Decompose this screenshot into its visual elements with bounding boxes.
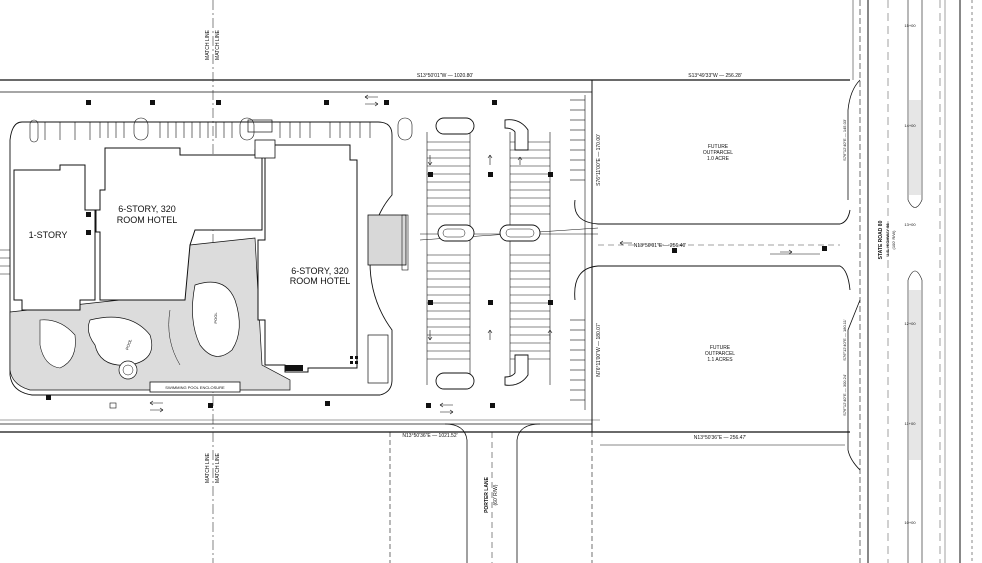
station-2: 14+00: [904, 123, 916, 128]
match-line-label-bottom-b: MATCH LINE: [215, 452, 221, 483]
outparcel-north-2: OUTPARCEL: [703, 150, 733, 156]
outparcel-south-1: FUTURE: [710, 345, 731, 351]
bearing-south-east: N13°50'36"E — 256.47': [694, 435, 746, 441]
road-east-3: (100' R/W): [891, 230, 896, 250]
road-south-2: (60' R/W): [493, 484, 499, 505]
landscape-island-n2: [239, 117, 255, 141]
label-pool-center: POOL: [213, 312, 218, 324]
building-hotel-west: [95, 147, 263, 301]
bearing-access: N13°50'01"E — 256.40': [634, 243, 686, 249]
parking-islands: [435, 117, 541, 390]
site-curb: [9, 121, 393, 396]
utility-strip: [285, 365, 303, 371]
outparcel-north-3: 1.0 ACRE: [707, 156, 730, 162]
road-east-2: U.S. HIGHWAY 98: [885, 223, 890, 257]
building-hotel-east: [257, 144, 358, 373]
bearing-row-north: S76°12'40"E — 145.03': [842, 119, 847, 161]
station-5: 11+00: [905, 421, 917, 426]
label-hotel-west-1: 6-STORY, 320: [118, 204, 176, 214]
bearing-north-west: S13°50'01"W — 1020.80': [417, 73, 473, 79]
bearing-south-vertical: N76°11'00"W — 180.07': [596, 323, 602, 376]
lagoon-west: [39, 319, 76, 369]
median-stipple-north: [909, 100, 921, 195]
match-line-label-top-a: MATCH LINE: [205, 29, 211, 60]
port-cochere: [367, 214, 407, 266]
outparcel-south-3: 1.1 ACRES: [707, 357, 733, 363]
label-hotel-east-2: ROOM HOTEL: [290, 276, 351, 286]
road-south-1: PORTER LANE: [484, 476, 490, 513]
pool-center: [192, 281, 240, 357]
label-pool-sign: SWIMMING POOL ENCLOSURE: [165, 385, 225, 390]
bearing-row-south-b: S76°12'40"E — 300.24': [842, 374, 847, 416]
property-lines: [0, 0, 861, 563]
landscape-island-nw: [29, 119, 39, 143]
connector: [254, 139, 276, 159]
road-east-1: STATE ROAD 80: [878, 220, 884, 259]
station-3: 13+00: [904, 222, 916, 227]
outparcel-south-2: OUTPARCEL: [705, 351, 735, 357]
match-line-label-top-b: MATCH LINE: [215, 29, 221, 60]
label-hotel-east-1: 6-STORY, 320: [291, 266, 349, 276]
label-hotel-west-2: ROOM HOTEL: [117, 215, 178, 225]
bearing-north-east: S13°49'33"W — 256.28': [688, 73, 742, 79]
station-4: 12+00: [904, 321, 916, 326]
parking-row-west: [0, 249, 10, 275]
pool-enclosure-sign: [149, 381, 241, 393]
landscape-island-n1: [133, 117, 149, 141]
access-drive: [419, 199, 851, 301]
bearing-row-south-a: S76°12'40"E — 180.11': [842, 319, 847, 361]
label-one-story: 1-STORY: [29, 230, 68, 240]
landscape-island-n3: [397, 117, 413, 141]
bearing-south-west: N13°50'36"E — 1021.52': [402, 433, 457, 439]
station-1: 15+00: [904, 23, 916, 28]
building-one-story: [13, 164, 96, 311]
outparcel-north-1: FUTURE: [708, 144, 729, 150]
spa: [118, 360, 138, 380]
dumpster: [247, 119, 273, 133]
service-building: [367, 334, 389, 384]
highway: [847, 0, 973, 563]
parking-row-north-west: [44, 122, 371, 140]
label-pool-west: POOL: [124, 338, 133, 351]
bearing-north-vertical: S76°11'00"E — 170.00': [596, 134, 602, 186]
median-stipple-south: [909, 290, 921, 460]
parking-field: [426, 95, 586, 410]
light-pole-symbols: [46, 100, 827, 409]
match-line-label-bottom-a: MATCH LINE: [205, 452, 211, 483]
porter-lane: [444, 423, 541, 563]
station-6: 10+00: [904, 520, 916, 525]
traffic-arrows: [149, 94, 793, 415]
